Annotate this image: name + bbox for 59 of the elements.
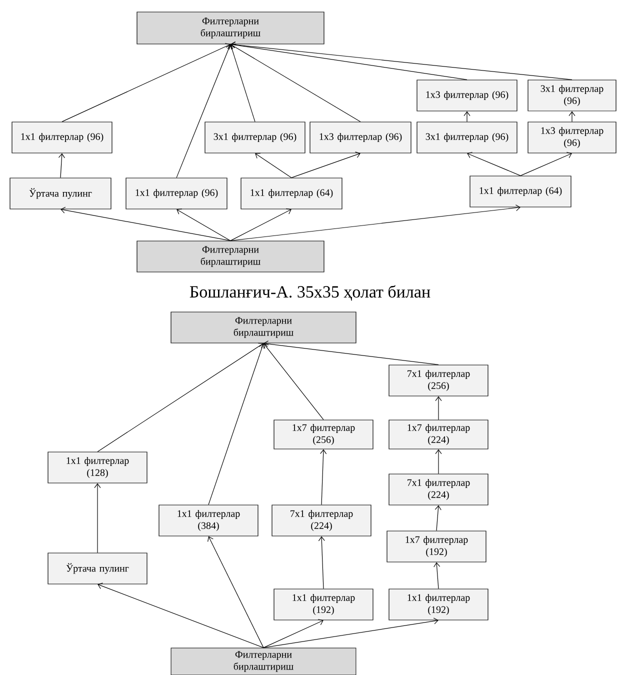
arrow (264, 340, 439, 365)
process-box: 1x1 филтерлар (384) (158, 504, 258, 536)
arrow (520, 152, 572, 176)
arrow (98, 582, 264, 648)
process-box: 1x1 филтерлар (128) (48, 452, 148, 484)
process-box: Ўртача пулинг (10, 178, 112, 210)
concat-box: Филтерларни бирлаштириш (170, 648, 356, 675)
arrow (435, 396, 442, 420)
process-box: 7x1 филтерлар (224) (272, 504, 372, 536)
arrow (264, 343, 324, 420)
arrow (208, 536, 264, 648)
arrow (60, 206, 231, 241)
arrow (176, 44, 232, 178)
process-box: 1x1 филтерлар (192) (274, 588, 374, 620)
concat-box: Филтерларни бирлаштириш (136, 12, 324, 44)
process-box: 1x1 филтерлар (96) (12, 122, 112, 154)
arrow (263, 619, 324, 648)
concat-box: Филтерларни бирлаштириш (136, 240, 324, 272)
arrow (434, 562, 440, 589)
arrow (467, 152, 521, 176)
process-box: 1x1 филтерлар (64) (240, 178, 342, 210)
arrow (176, 208, 231, 241)
process-box: 1x7 филтерлар (192) (386, 530, 486, 562)
caption: Бошланғич-А. 35x35 ҳолат билан (190, 285, 430, 301)
process-box: 7x1 филтерлар (224) (388, 474, 488, 506)
arrow (318, 536, 325, 589)
process-box: 1x3 филтерлар (96) (416, 80, 518, 112)
arrow (255, 153, 292, 178)
arrow (263, 618, 438, 648)
arrow (291, 152, 360, 178)
process-box: 1x1 филтерлар (64) (470, 176, 572, 208)
process-box: Ўртача пулинг (48, 552, 148, 584)
arrow (230, 204, 520, 241)
process-box: 3x1 филтерлар (96) (204, 122, 306, 154)
process-box: 1x1 филтерлар (96) (126, 178, 228, 210)
arrow (434, 505, 442, 531)
arrow (320, 449, 327, 505)
arrow (230, 44, 361, 122)
process-box: 3x1 филтерлар (96) (528, 80, 616, 112)
arrow (97, 342, 264, 452)
process-box: 1x7 филтерлар (224) (388, 420, 488, 450)
arrow (94, 483, 101, 553)
arrow (568, 111, 576, 122)
arrow (58, 153, 66, 178)
arrow (464, 111, 470, 122)
arrow (228, 44, 256, 122)
arrow (230, 42, 468, 80)
arrow (208, 343, 266, 505)
process-box: 3x1 филтерлар (96) (416, 122, 518, 154)
arrow (230, 41, 572, 80)
concat-box: Филтерларни бирлаштириш (170, 312, 356, 344)
process-box: 1x7 филтерлар (256) (274, 420, 374, 450)
process-box: 1x3 филтерлар (96) (310, 122, 412, 154)
arrow (435, 449, 442, 474)
arrow (62, 43, 230, 122)
process-box: 7x1 филтерлар (256) (388, 364, 488, 396)
arrow (230, 208, 292, 241)
process-box: 1x3 филтерлар (96) (528, 122, 616, 154)
process-box: 1x1 филтерлар (192) (388, 588, 488, 620)
